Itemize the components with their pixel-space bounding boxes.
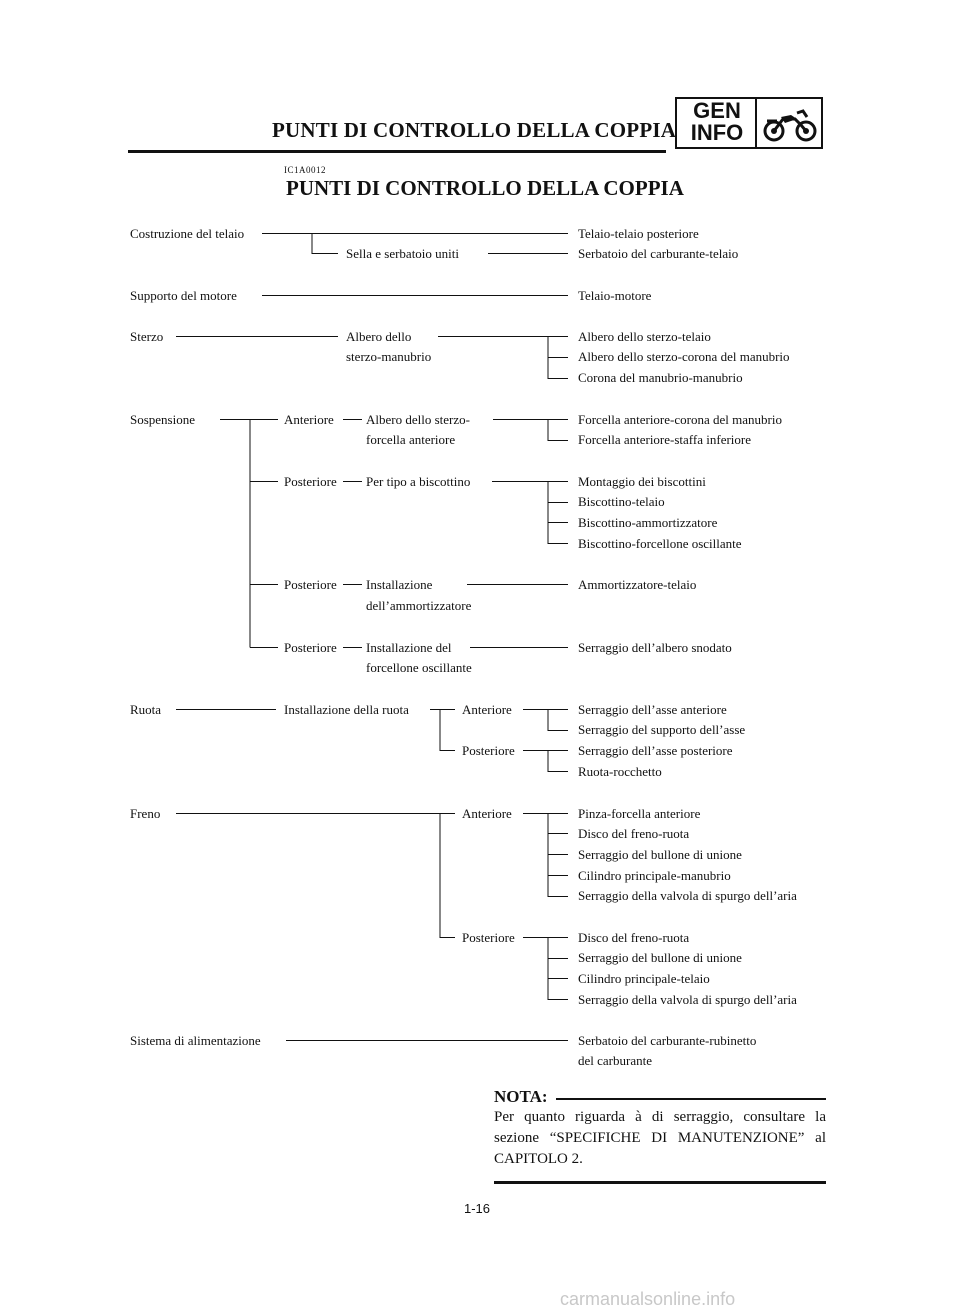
page-number: 1-16 — [464, 1201, 491, 1216]
tree-leaf: del carburante — [578, 1053, 652, 1068]
tree-sub-label: Installazione del — [366, 640, 452, 655]
tree-root-label: Costruzione del telaio — [130, 226, 245, 241]
tree-sub-label: forcella anteriore — [366, 432, 456, 447]
tree-position-label: Posteriore — [462, 930, 515, 945]
tree-root-label: Supporto del motore — [130, 288, 237, 303]
tree-leaf: Corona del manubrio-manubrio — [578, 370, 743, 385]
tree-leaf: Cilindro principale-telaio — [578, 971, 710, 986]
tree-sub-label: sterzo-manubrio — [346, 349, 432, 364]
gen-info-badge: GEN INFO — [675, 97, 823, 149]
tree-leaf: Albero dello sterzo-telaio — [578, 329, 711, 344]
tree-leaf: Serraggio della valvola di spurgo dell’a… — [578, 992, 797, 1007]
tree-root-label: Sterzo — [130, 329, 164, 344]
tree-leaf: Disco del freno-ruota — [578, 826, 690, 841]
note-body: Per quanto riguarda à di serraggio, cons… — [494, 1109, 826, 1167]
tree-leaf: Forcella anteriore-corona del manubrio — [578, 412, 782, 427]
tree-position-label: Posteriore — [284, 577, 337, 592]
tree-leaf: Ruota-rocchetto — [578, 764, 662, 779]
section-title: PUNTI DI CONTROLLO DELLA COPPIA — [286, 176, 684, 200]
tree-sub-label: Per tipo a biscottino — [366, 474, 471, 489]
tree-leaf: Serraggio dell’albero snodato — [578, 640, 732, 655]
header-rule — [128, 150, 666, 153]
tree-sub-label: Installazione della ruota — [284, 702, 409, 717]
tree-sub-label: Albero dello — [346, 329, 412, 344]
tree-leaf: Serraggio della valvola di spurgo dell’a… — [578, 888, 797, 903]
tree-position-label: Anteriore — [462, 806, 512, 821]
tree-position-label: Anteriore — [284, 412, 334, 427]
tree-leaf: Biscottino-forcellone oscillante — [578, 536, 742, 551]
badge-label: GEN INFO — [690, 98, 744, 145]
tree-sub-label: Sella e serbatoio uniti — [346, 246, 460, 261]
tree-leaf: Serraggio del bullone di unione — [578, 847, 742, 862]
badge-divider — [755, 99, 757, 147]
tree-leaf: Albero dello sterzo-corona del manubrio — [578, 349, 790, 364]
note-label: NOTA: — [494, 1087, 548, 1106]
tree-leaf: Ammortizzatore-telaio — [578, 577, 697, 592]
tree-position-label: Posteriore — [462, 743, 515, 758]
tree-leaf: Disco del freno-ruota — [578, 930, 690, 945]
header-title: PUNTI DI CONTROLLO DELLA COPPIA — [272, 118, 677, 142]
tree-leaf: Serbatoio del carburante-telaio — [578, 246, 739, 261]
tree-sub-label: forcellone oscillante — [366, 660, 472, 675]
tree-leaf: Serbatoio del carburante-rubinetto — [578, 1033, 757, 1048]
tree-sub-label: dell’ammortizzatore — [366, 598, 472, 613]
tree-root-label: Sospensione — [130, 412, 195, 427]
note-rule — [556, 1098, 826, 1100]
tree-leaf: Serraggio dell’asse posteriore — [578, 743, 733, 758]
tree-root-label: Ruota — [130, 702, 162, 717]
tree-sub-label: Installazione — [366, 577, 433, 592]
tree-leaf: Telaio-telaio posteriore — [578, 226, 699, 241]
tree-leaf: Serraggio dell’asse anteriore — [578, 702, 727, 717]
tree-position-label: Anteriore — [462, 702, 512, 717]
section-code: IC1A0012 — [284, 165, 326, 175]
tree-root-label: Freno — [130, 806, 161, 821]
tree-leaf: Montaggio dei biscottini — [578, 474, 706, 489]
tree-leaf: Biscottino-ammortizzatore — [578, 515, 718, 530]
motorcycle-icon — [763, 109, 817, 142]
tree-position-label: Posteriore — [284, 474, 337, 489]
tree-leaf: Forcella anteriore-staffa inferiore — [578, 432, 751, 447]
tree-root-label: Sistema di alimentazione — [130, 1033, 261, 1048]
tree-sub-label: Albero dello sterzo- — [366, 412, 470, 427]
tree-leaf: Pinza-forcella anteriore — [578, 806, 701, 821]
tree-leaf: Serraggio del bullone di unione — [578, 950, 742, 965]
tree-position-label: Posteriore — [284, 640, 337, 655]
tree-leaf: Biscottino-telaio — [578, 494, 665, 509]
tree-leaf: Serraggio del supporto dell’asse — [578, 722, 746, 737]
watermark: carmanualsonline.info — [560, 1289, 736, 1309]
tree-leaf: Cilindro principale-manubrio — [578, 868, 731, 883]
note-bottom-rule — [494, 1181, 826, 1184]
tree-leaf: Telaio-motore — [578, 288, 652, 303]
